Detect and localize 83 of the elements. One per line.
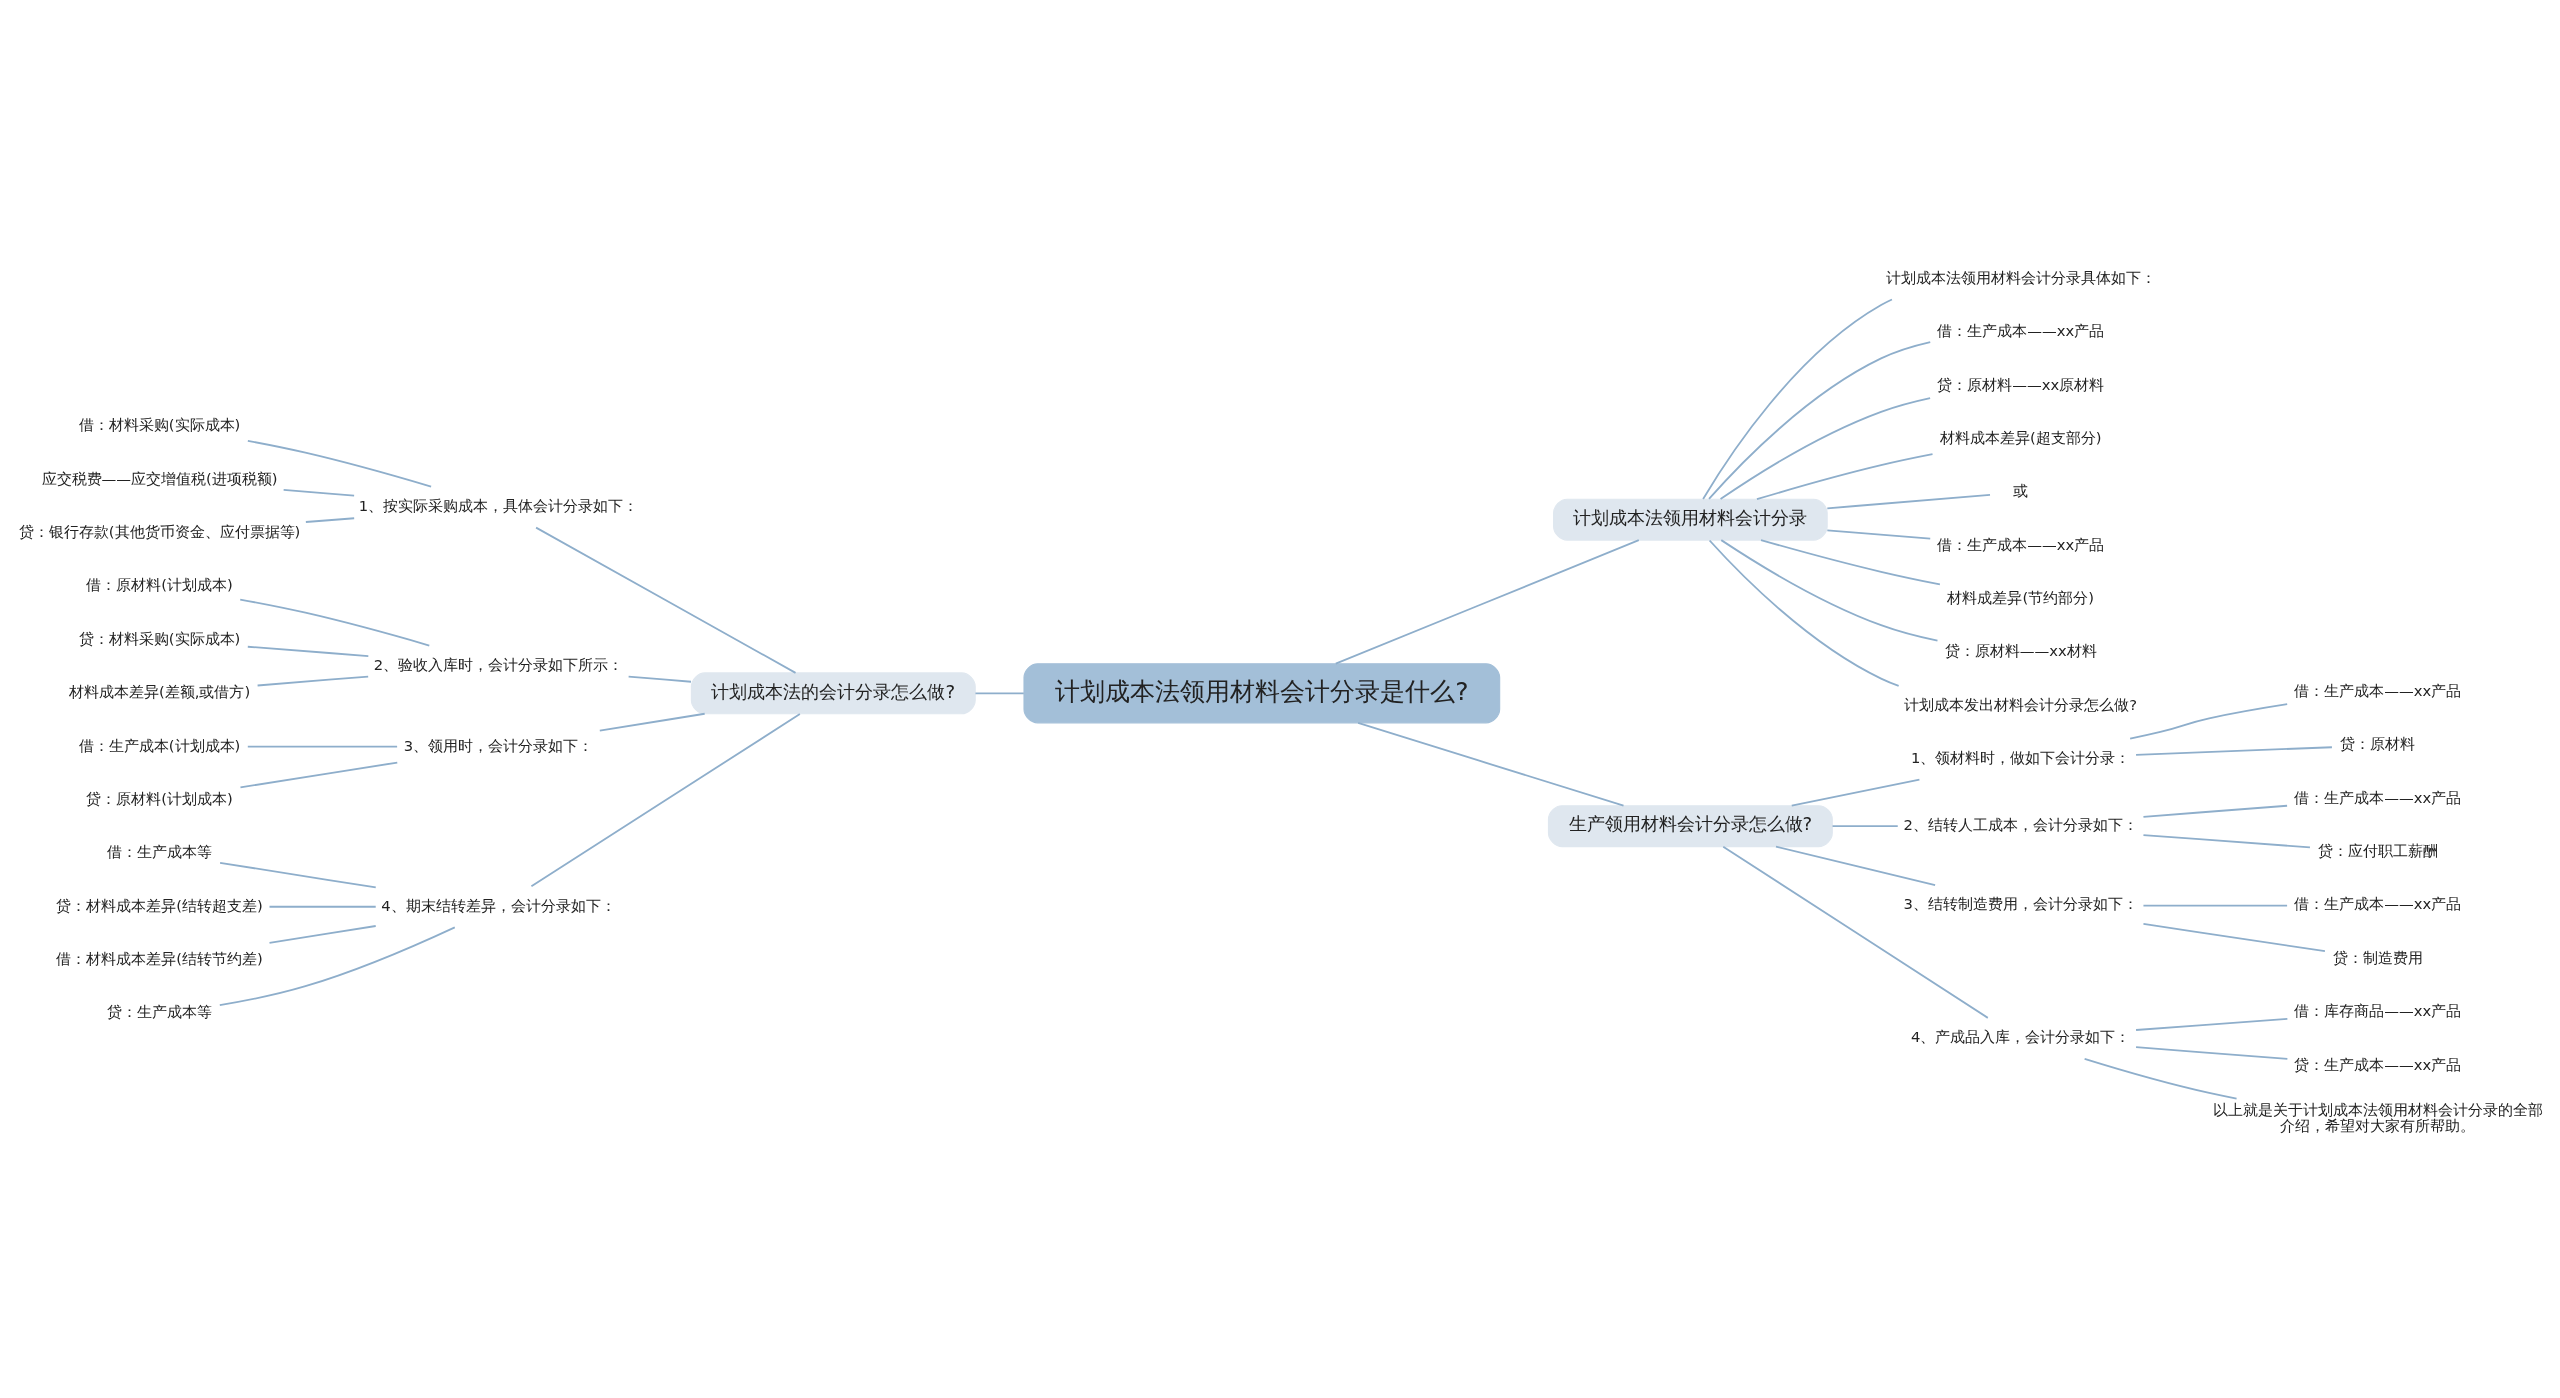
node-text: 计划成本法领用材料会计分录具体如下： [1885,268,2156,286]
connector [1790,778,1921,807]
connector [2083,1057,2238,1100]
node-text: 借：原材料(计划成本) [86,576,233,594]
node-text: 贷：应付职工薪酬 [2317,842,2438,860]
node-text: 或 [2013,482,2029,500]
node-text: 1、领材料时，做如下会计分录： [1911,749,2131,767]
node-text: 贷：原材料(计划成本) [86,789,233,807]
node-text: 贷：原材料——xx材料 [1944,642,2097,660]
node-text: 借：生产成本——xx产品 [2294,895,2462,913]
node-text: 1、按实际采购成本，具体会计分录如下： [358,497,639,515]
connector [1826,493,1991,510]
node-text: 贷：材料采购(实际成本) [78,629,241,647]
node-text: 应交税费——应交增值税(进项税额) [41,469,278,487]
connector [246,439,433,488]
node-text: 贷：制造费用 [2332,948,2423,966]
node-text: 材料成本差异(超支部分) [1939,428,2102,446]
node-text: 借：生产成本——xx产品 [2294,788,2462,806]
node-text: 以上就是关于计划成本法领用材料会计分录的全部介绍，希望对大家有所帮助。 [2212,1100,2543,1134]
connector [219,861,377,889]
node-text: 2、验收入库时，会计分录如下所示： [373,655,624,673]
connector [1756,453,1934,501]
connector [246,745,399,748]
connector [256,675,370,687]
connector [1357,722,1625,807]
node-text: 3、领用时，会计分录如下： [403,736,594,754]
node-text: 贷：材料成本差异(结转超支差) [56,896,263,914]
node-text: 借：生产成本等 [107,843,213,861]
connector [1775,845,1936,887]
connector [239,761,399,789]
node-text: 材料成差异(节约部分) [1947,588,2094,606]
connector [1760,539,1941,586]
node-box: 计划成本法领用材料会计分录 [1553,498,1828,541]
connector [1722,845,1989,1019]
connector [530,713,801,888]
node-text: 贷：原材料——xx原材料 [1937,375,2105,393]
connector [304,517,356,523]
connector [1708,539,1900,687]
node-text: 借：材料成本差异(结转节约差) [56,949,263,967]
node-text: 贷：生产成本——xx产品 [2294,1055,2462,1073]
connector [2142,804,2288,818]
node-box: 计划成本法领用材料会计分录是什么? [1023,663,1501,724]
connector [239,598,431,647]
node-text: 材料成本差异(差额,或借方) [68,683,251,701]
connector [1831,825,1899,828]
connector [2129,703,2289,740]
connector [1708,341,1932,500]
connector [2135,1018,2289,1031]
node-text: 4、期末结转差异，会计分录如下： [381,896,616,914]
connector [268,905,377,908]
connector [1826,529,1932,540]
connector [1720,539,1939,642]
node-text: 借：生产成本(计划成本) [78,736,241,754]
connector [2135,1046,2289,1060]
connector [974,692,1025,695]
node-text: 借：生产成本——xx产品 [1937,535,2105,553]
connector [2142,923,2326,953]
connector [268,925,377,944]
node-text: 贷：生产成本等 [107,1003,213,1021]
connector [218,926,456,1007]
connector [1334,539,1640,665]
connector [535,526,797,674]
node-text: 借：库存商品——xx产品 [2294,1002,2462,1020]
connector [598,712,706,732]
node-text: 借：生产成本——xx产品 [2294,682,2462,700]
node-text: 贷：银行存款(其他货币资金、应付票据等) [18,523,301,541]
node-text: 借：材料采购(实际成本) [78,416,241,434]
connector [1702,298,1893,500]
connector [2142,904,2288,907]
node-text: 贷：原材料 [2340,735,2416,753]
connector [1719,397,1932,500]
node-text: 4、产成品入库，会计分录如下： [1911,1028,2131,1046]
node-text: 2、结转人工成本，会计分录如下： [1903,816,2138,833]
node-box: 计划成本法的会计分录怎么做? [690,672,976,715]
connector [246,645,370,657]
node-text: 计划成本发出材料会计分录怎么做? [1904,695,2138,713]
connector [282,488,356,497]
node-box: 生产领用材料会计分录怎么做? [1547,805,1833,848]
node-text: 借：生产成本——xx产品 [1937,322,2105,340]
connector [627,675,692,683]
connector [2142,834,2311,849]
connector [2135,746,2333,756]
node-text: 3、结转制造费用，会计分录如下： [1903,895,2138,913]
